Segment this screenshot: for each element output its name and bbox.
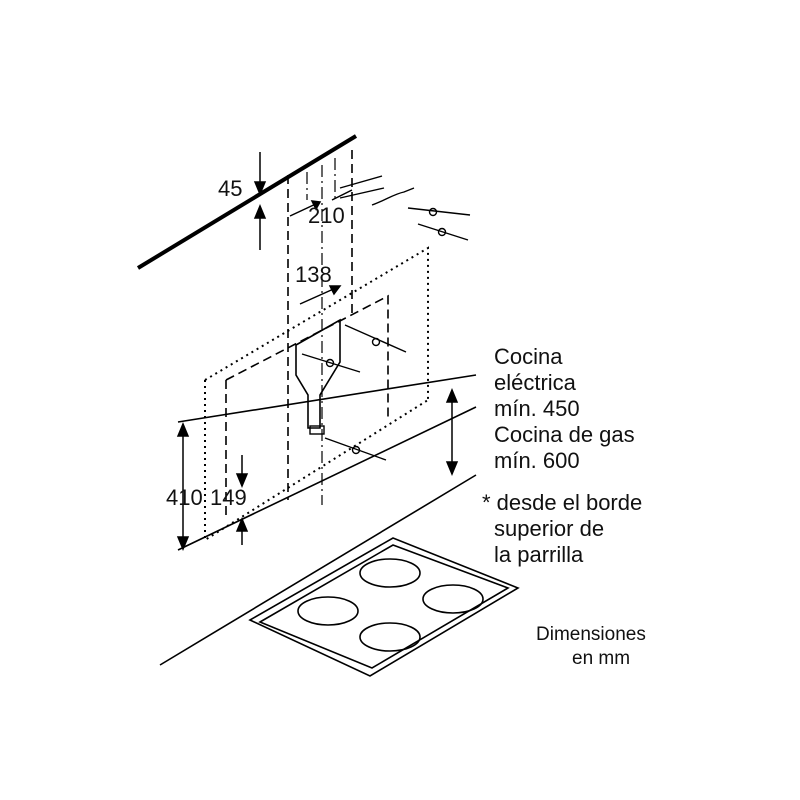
bracket-lower-tab [309,425,325,435]
dimension-lines [176,152,459,551]
note-asterisk-line2: superior de [494,516,604,541]
dim-410-label: 410 [166,485,203,510]
dim-210-label: 210 [308,203,345,228]
hood-dotted-outline [204,246,429,542]
note-electric-line2: eléctrica [494,370,577,395]
ceiling-line [136,134,358,270]
burner-right [422,584,484,614]
units-line1: Dimensiones [536,624,646,645]
burner-left [297,596,359,626]
mounting-bracket [295,318,341,429]
hood-dashed-outline [225,294,389,520]
chimney-outline [287,150,353,500]
note-electric-line1: Cocina [494,344,563,369]
note-electric-min: mín. 450 [494,396,580,421]
center-lines [306,158,336,505]
note-gas-min: mín. 600 [494,448,580,473]
note-asterisk-line1: * desde el borde [482,490,642,515]
burner-top [359,558,421,588]
note-gas-label: Cocina de gas [494,422,635,447]
dim-45-label: 45 [218,176,242,201]
note-asterisk-line3: la parrilla [494,542,584,567]
wall-and-hob [159,374,520,677]
screws [301,175,471,461]
units-line2: en mm [572,648,630,669]
dim-138-label: 138 [295,262,332,287]
dim-149-label: 149 [210,485,247,510]
burner-bottom [359,622,421,652]
